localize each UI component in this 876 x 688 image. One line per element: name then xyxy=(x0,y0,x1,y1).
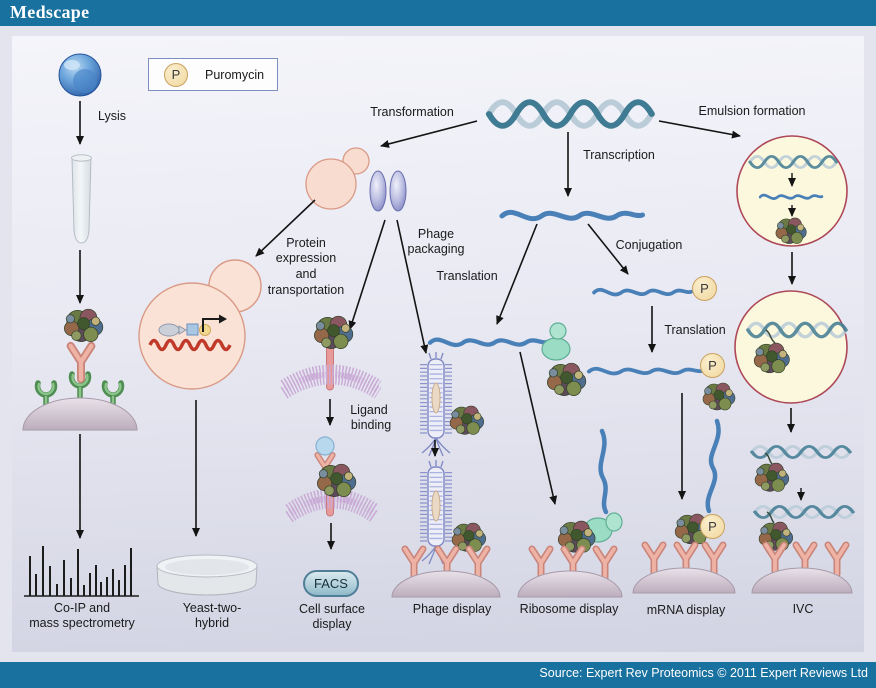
emulsion-formation-arrow xyxy=(658,120,741,139)
puromycin-conjugate-1 xyxy=(592,287,694,297)
ribosome-display-surface xyxy=(517,549,623,598)
emulsion-formation-label: Emulsion formation xyxy=(698,104,806,119)
phage-display-label: Phage display xyxy=(412,602,492,617)
legend-box: P Puromycin xyxy=(148,58,278,91)
expression-yeast-icon xyxy=(138,259,262,390)
bacteria-cells-icon xyxy=(369,170,407,212)
ribosome-display-complex xyxy=(557,428,623,553)
translation-label: Translation xyxy=(436,269,498,284)
ivc-complex-1 xyxy=(750,444,852,492)
coip-surface xyxy=(22,374,138,431)
cell-surface-display-label: Cell surface xyxy=(299,602,365,617)
facs-label: FACS xyxy=(314,576,348,591)
translation-right-label: Translation xyxy=(664,323,726,338)
phage-icon xyxy=(422,352,450,456)
small-yeast-cell-icon xyxy=(305,147,370,210)
source-cell-icon xyxy=(58,53,102,97)
medscape-logo: Medscape xyxy=(10,2,90,22)
dna-helix-icon xyxy=(489,102,652,126)
phage-display-surface xyxy=(391,549,501,598)
puromycin-letter: P xyxy=(171,67,181,82)
ivc-surface xyxy=(751,545,853,594)
phage-displayed-protein xyxy=(449,405,485,435)
petri-dish-icon xyxy=(156,554,258,596)
protein-expression-label: transportation xyxy=(267,283,345,298)
emulsion-droplet-1 xyxy=(736,135,848,247)
mrna-icon xyxy=(502,212,642,218)
mrna-display-label: mRNA display xyxy=(646,603,726,618)
protein-expression-label: Protein xyxy=(286,236,326,251)
ribosome-display-label: Ribosome display xyxy=(519,602,619,617)
puromycin-icon: P xyxy=(164,62,188,87)
conjugation-label: Conjugation xyxy=(615,238,683,253)
coip-label: Co-IP and xyxy=(53,601,111,616)
mass-spectrum-chart xyxy=(24,546,139,597)
translation-arrow xyxy=(496,223,538,325)
transformation-arrow xyxy=(380,120,478,148)
puromycin-icon: P xyxy=(692,276,717,301)
yeast-to-yeast-arrow xyxy=(255,199,316,257)
source-credit: Source: Expert Rev Proteomics © 2011 Exp… xyxy=(539,666,868,680)
translated-ribosome-complex xyxy=(430,322,587,396)
protein-expression-label: expression xyxy=(275,251,337,266)
test-tube-icon xyxy=(71,154,92,244)
coip-label: mass spectrometry xyxy=(29,616,135,631)
conjugation-arrow xyxy=(587,223,629,275)
ligand-binding-label: Ligand xyxy=(350,403,388,418)
emulsion-droplet-2 xyxy=(734,290,848,404)
to-ribosome-display-arrow xyxy=(519,351,558,505)
transformation-label: Transformation xyxy=(370,105,454,120)
puromycin-letter: P xyxy=(708,519,717,534)
protein-expression-label: and xyxy=(295,267,317,282)
puromycin-icon: P xyxy=(700,353,725,378)
phage-packaging-label: packaging xyxy=(407,242,465,257)
legend-label: Puromycin xyxy=(205,67,265,82)
packaging-to-phage-arrow xyxy=(396,219,429,354)
yeast-two-hybrid-label: hybrid xyxy=(194,616,230,631)
ivc-label: IVC xyxy=(792,602,814,617)
yeast-two-hybrid-label: Yeast-two- xyxy=(182,601,242,616)
ligand-bound-complex xyxy=(285,436,379,523)
phage-packaging-label: Phage xyxy=(417,227,455,242)
lysis-label: Lysis xyxy=(97,109,127,124)
ligand-binding-label: binding xyxy=(350,418,392,433)
membrane-displayed-protein xyxy=(280,315,382,399)
gene-construct-icon xyxy=(148,314,232,352)
bait-protein-icon xyxy=(64,308,104,342)
facs-badge: FACS xyxy=(303,570,359,597)
ligand-icon xyxy=(315,436,335,456)
expression-to-membrane-arrow xyxy=(348,219,386,330)
cell-surface-display-label: display xyxy=(312,617,352,632)
puromycin-letter: P xyxy=(700,281,709,296)
transcription-label: Transcription xyxy=(583,148,655,163)
ivc-complex-2 xyxy=(753,504,855,551)
puromycin-icon: P xyxy=(700,514,725,539)
source-footer-bar: Source: Expert Rev Proteomics © 2011 Exp… xyxy=(0,662,876,688)
puromycin-letter: P xyxy=(708,358,717,373)
mrna-display-surface xyxy=(632,545,736,594)
mrna-display-complex xyxy=(674,418,721,545)
medscape-header-bar: Medscape xyxy=(0,0,876,26)
